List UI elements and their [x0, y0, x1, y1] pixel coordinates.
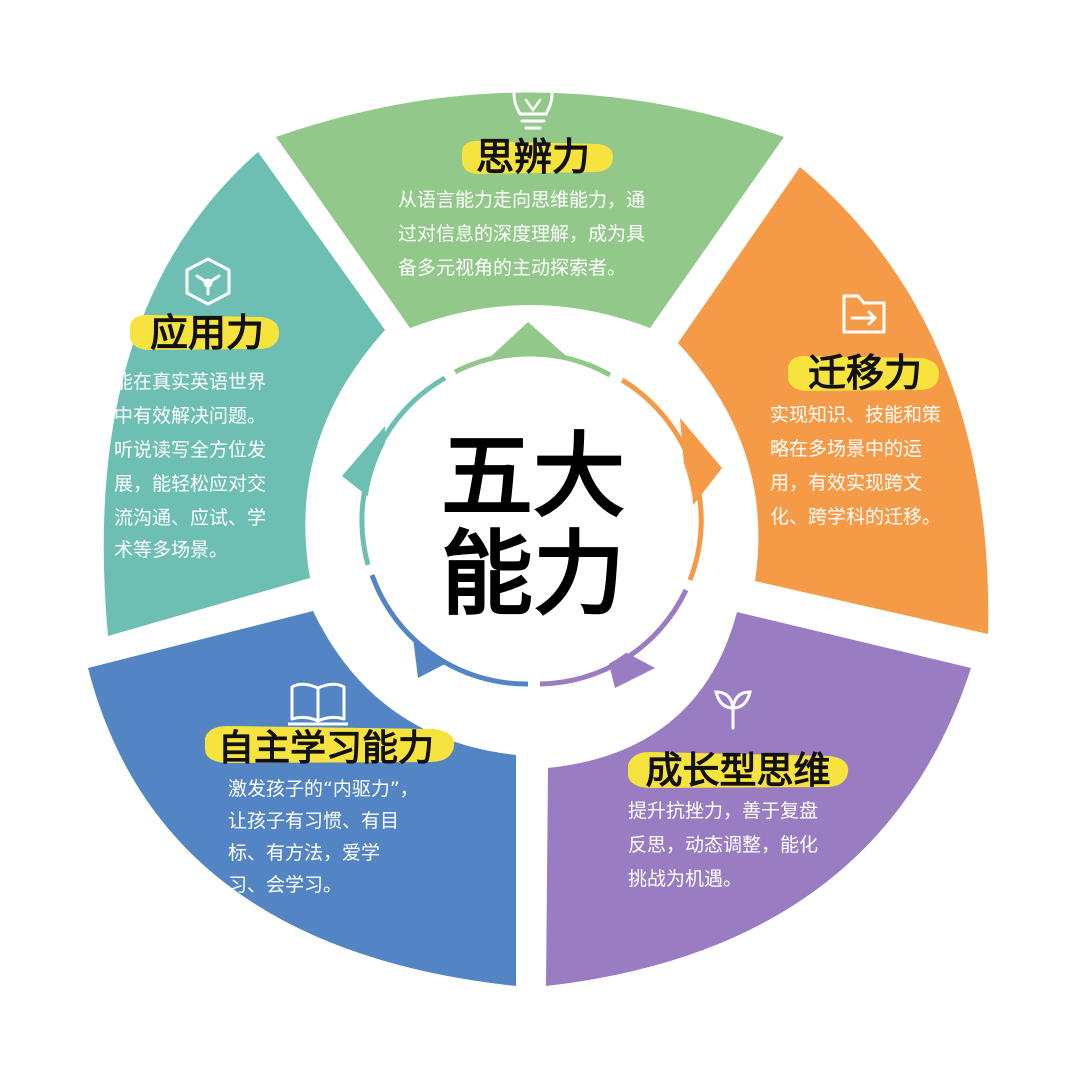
- title-highlight: [628, 752, 849, 788]
- segment-yingyong: 应用力 能在真实英语世界 中有效解决问题。 听说读写全方位发 展，能轻松应对交 …: [103, 152, 385, 636]
- segment-qianyi: 迁移力 实现知识、技能和策 略在多场景中的运 用，有效实现跨文 化、跨学科的迁移…: [678, 167, 989, 634]
- segment-yingyong-line: 展，能轻松应对交: [114, 473, 266, 495]
- center-title-line2: 能力: [441, 521, 625, 628]
- segment-chengzhang-shape: [546, 612, 971, 986]
- segment-sibian-title: 思辨力: [476, 135, 590, 179]
- title-highlight: [130, 314, 280, 350]
- segment-yingyong-line: 术等多场景。: [114, 539, 228, 561]
- cube-network-icon: [185, 257, 231, 306]
- segment-chengzhang-line: 提升抗挫力，善于复盘: [628, 800, 818, 822]
- segment-sibian-line: 从语言能力走向思维能力，通: [398, 189, 645, 211]
- title-highlight: [462, 140, 614, 174]
- title-highlight: [788, 355, 940, 391]
- segment-qianyi-title: 迁移力: [808, 351, 922, 395]
- open-book-icon: [288, 682, 348, 726]
- pointer-green: [485, 322, 573, 362]
- svg-text:能在真实英语世界 中有效解决问题。: 能在真实英语世界 中有效解决问题。 听说读写全方位发 展，能轻松应对交 流沟通、…: [114, 371, 272, 561]
- lightbulb-icon: [512, 73, 554, 130]
- segment-qianyi-line: 略在多场景中的运: [770, 438, 922, 460]
- segment-chengzhang-title: 成长型思维: [646, 749, 831, 792]
- svg-text:激发孩子的“内驱力”， 让孩子有习惯、有目: 激发孩子的“内驱力”， 让孩子有习惯、有目 标、有方法，爱学 习、会学习。: [228, 778, 425, 896]
- title-highlight: [205, 726, 455, 763]
- center-hub: 五大 能力: [342, 322, 722, 688]
- segment-zizhu-line: 习、会学习。: [228, 874, 342, 896]
- segment-chengzhang: 成长型思维 提升抗挫力，善于复盘 反思，动态调整，能化 挑战为机遇。: [546, 612, 971, 986]
- segment-sibian: 思辨力 从语言能力走向思维能力，通 过对信息的深度理解，成为具 备多元视角的主动…: [276, 73, 784, 328]
- segment-chengzhang-line: 反思，动态调整，能化: [628, 834, 818, 856]
- segment-yingyong-line: 中有效解决问题。: [114, 405, 266, 427]
- segment-yingyong-title: 应用力: [150, 311, 264, 355]
- segment-zizhu: 自主学习能力 激发孩子的“内驱力”， 让孩子有习惯、有目 标、有方法，爱学 习、…: [88, 611, 516, 986]
- segment-sibian-shape: [276, 92, 784, 328]
- svg-text:提升抗挫力，善于复盘 反思，动态调整，能化: 提升抗挫力，善于复盘 反思，动态调整，能化 挑战为机遇。: [628, 800, 824, 890]
- segment-yingyong-shape: [103, 152, 385, 636]
- segment-qianyi-shape: [678, 167, 989, 634]
- center-title-line1: 五大: [441, 423, 625, 530]
- segment-qianyi-line: 化、跨学科的迁移。: [770, 506, 941, 528]
- segment-zizhu-line: 激发孩子的“内驱力”，: [228, 778, 419, 800]
- segment-yingyong-line: 流沟通、应试、学: [114, 507, 266, 529]
- segment-yingyong-line: 听说读写全方位发: [114, 439, 266, 461]
- segment-chengzhang-line: 挑战为机遇。: [628, 868, 742, 890]
- segment-sibian-line: 备多元视角的主动探索者。: [398, 257, 626, 279]
- segment-qianyi-line: 实现知识、技能和策: [770, 404, 941, 426]
- folder-arrow-icon: [842, 294, 886, 334]
- segment-sibian-line: 过对信息的深度理解，成为具: [398, 223, 645, 245]
- svg-text:实现知识、技能和策 略在多场景中的运: 实现知识、技能和策 略在多场景中的运 用，有效实现跨文 化、跨学科的迁移。: [770, 404, 947, 528]
- svg-text:从语言能力走向思维能力，通 过对信息的深度理解，: 从语言能力走向思维能力，通 过对信息的深度理解，成为具 备多元视角的主动探索者。: [398, 189, 651, 279]
- segment-qianyi-line: 用，有效实现跨文: [770, 472, 922, 494]
- sprout-icon: [714, 690, 752, 730]
- segment-zizhu-shape: [88, 611, 516, 986]
- segment-zizhu-line: 让孩子有习惯、有目: [228, 810, 399, 832]
- segment-zizhu-title: 自主学习能力: [218, 727, 434, 769]
- segment-yingyong-line: 能在真实英语世界: [114, 371, 266, 393]
- segment-zizhu-line: 标、有方法，爱学: [228, 842, 380, 864]
